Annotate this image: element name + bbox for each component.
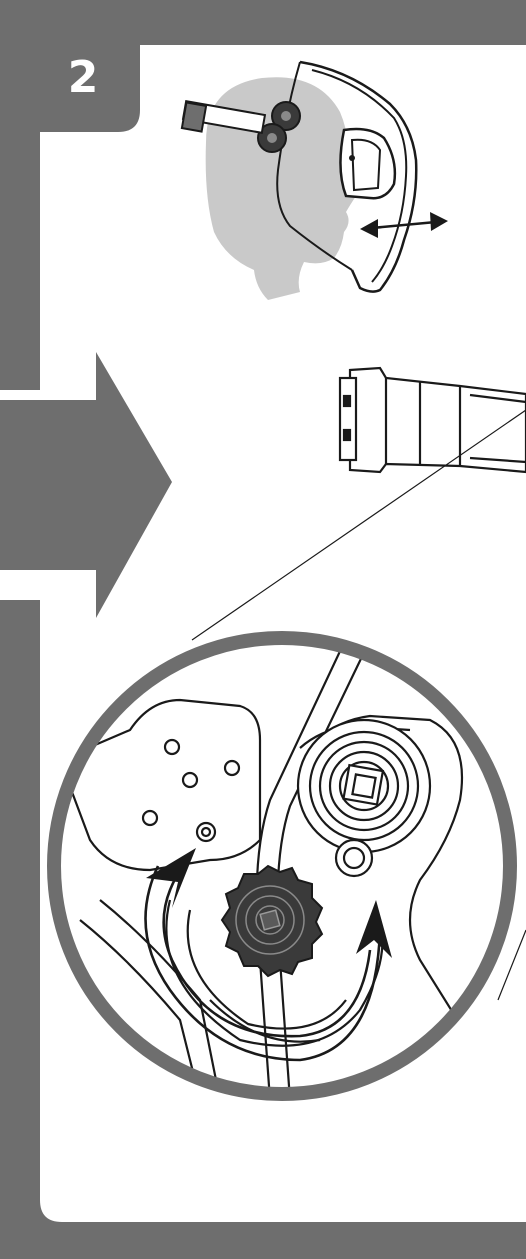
double-headed-arrow-icon	[360, 212, 448, 238]
right-arrow-icon	[0, 352, 172, 618]
step-badge: 2	[42, 36, 132, 126]
zoom-detail-circle	[54, 630, 510, 1100]
head-with-welding-helmet-icon	[182, 62, 416, 300]
headgear-ratchet-detail	[340, 368, 526, 472]
step-number: 2	[68, 56, 99, 100]
